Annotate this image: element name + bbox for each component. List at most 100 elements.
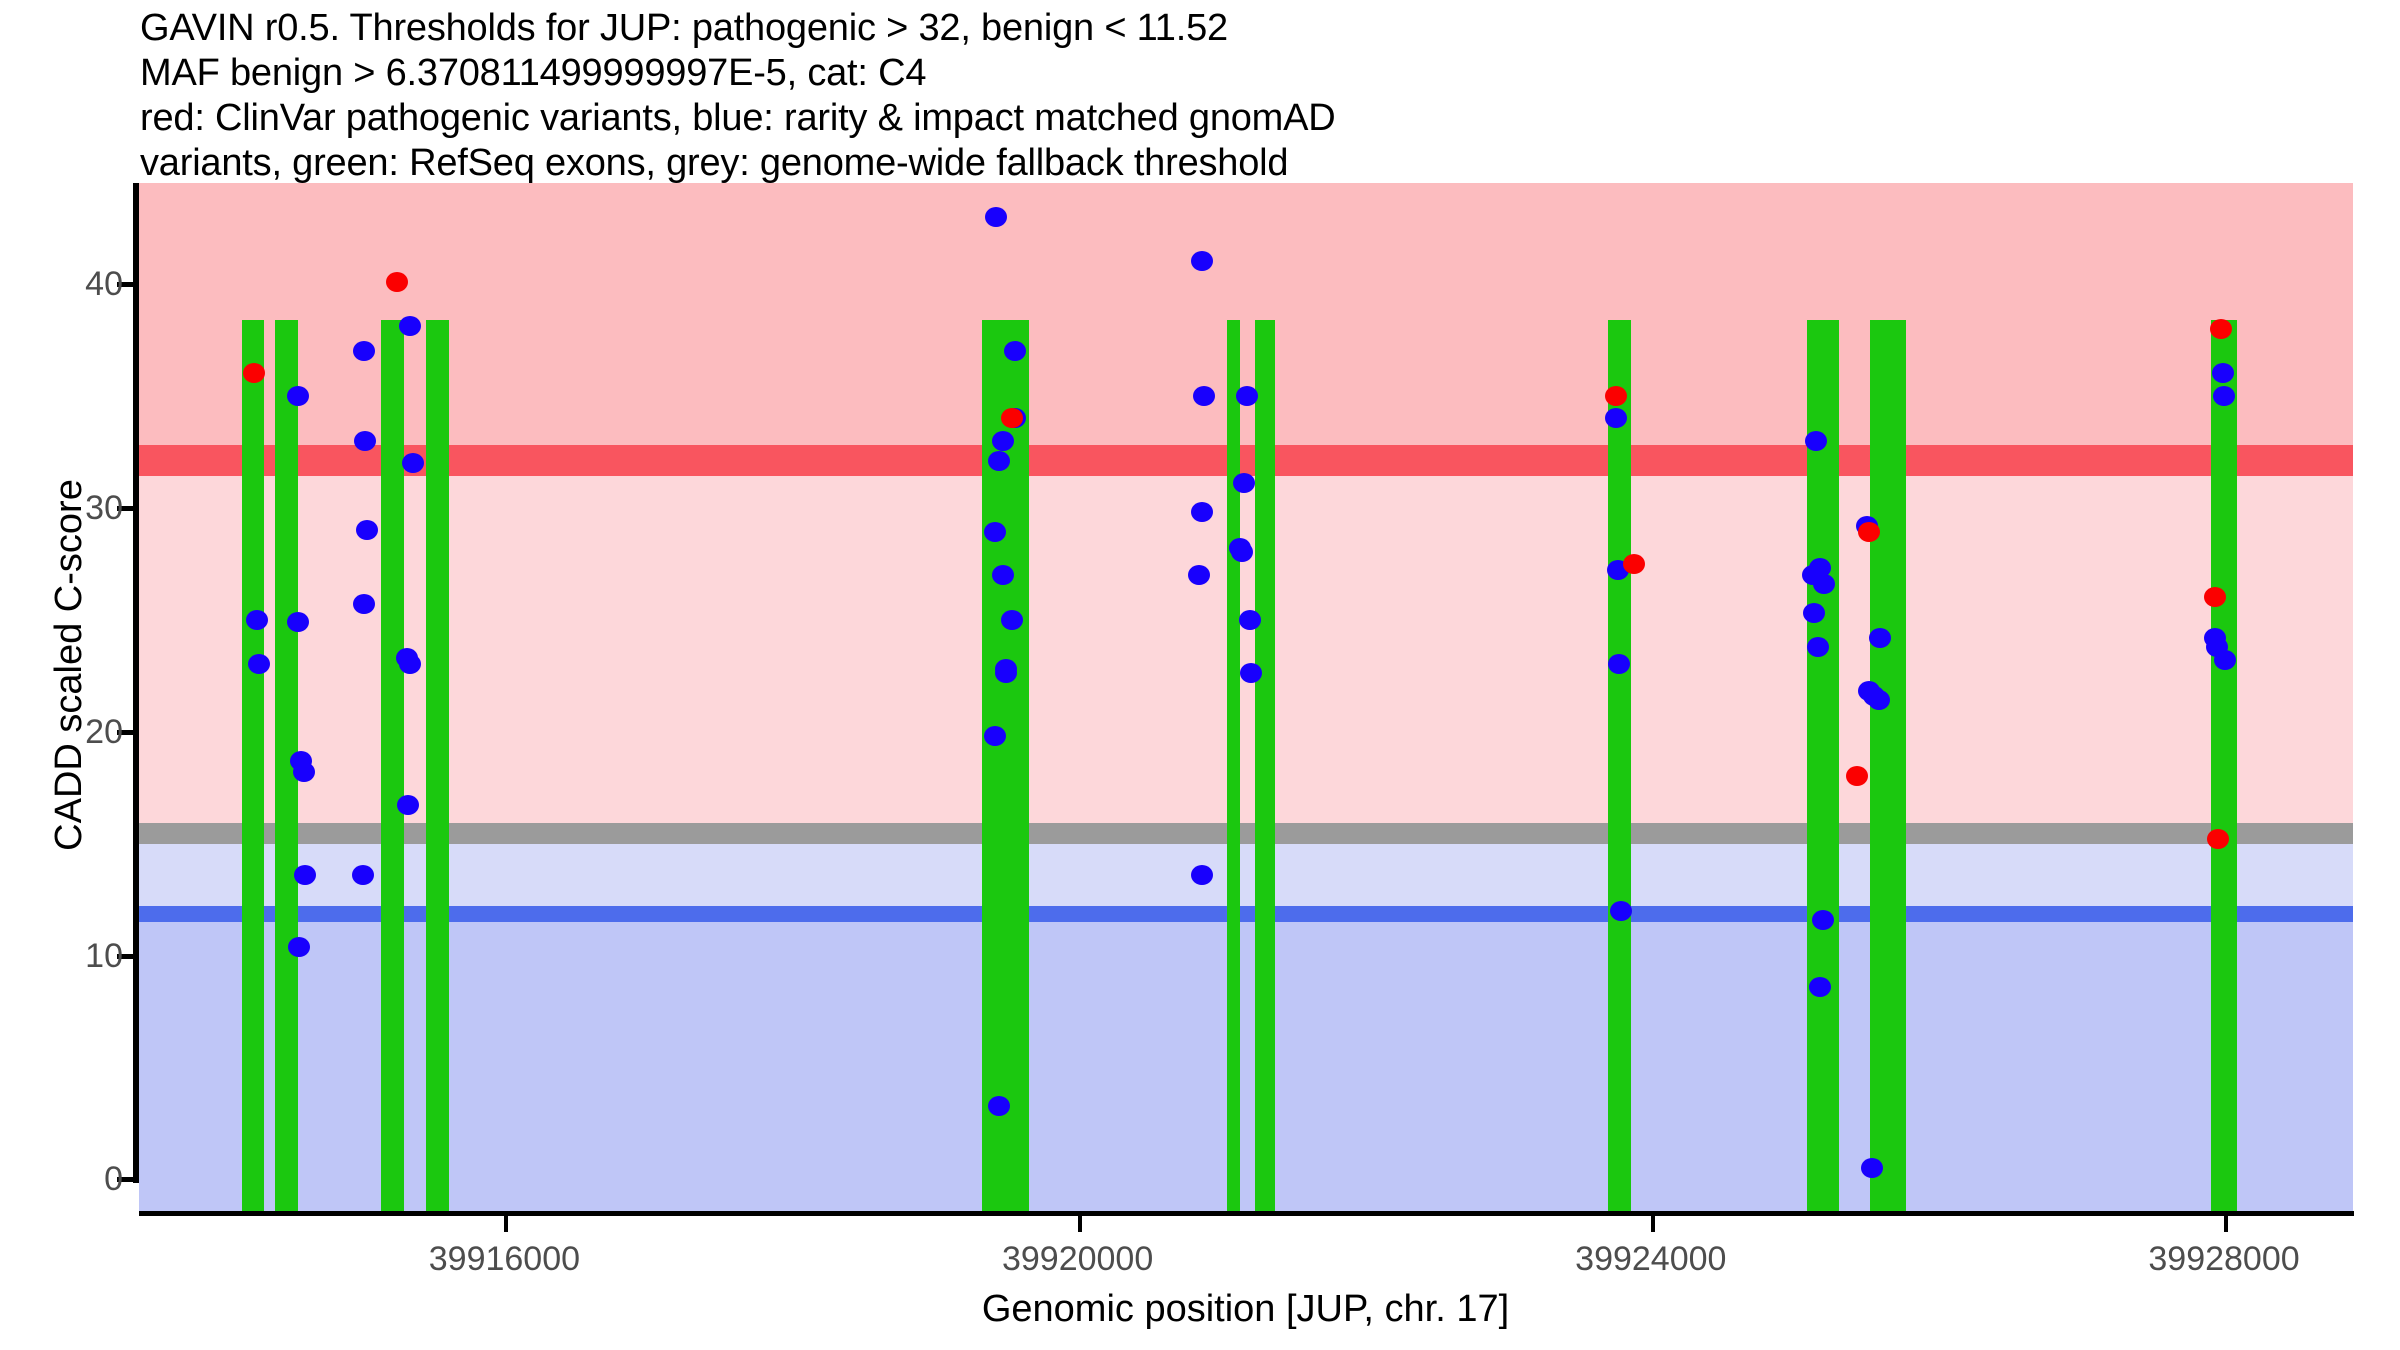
- y-tick-label: 0: [104, 1160, 123, 1199]
- gnomad-point: [248, 654, 271, 675]
- gnomad-point: [1000, 609, 1023, 630]
- plot-panel: [139, 183, 2353, 1213]
- title-line-1: GAVIN r0.5. Thresholds for JUP: pathogen…: [140, 7, 1228, 49]
- gnomad-point: [984, 206, 1007, 227]
- gnomad-point: [2214, 649, 2237, 670]
- x-tick-label: 39916000: [428, 1240, 581, 1278]
- x-tick-label: 39928000: [2148, 1240, 2300, 1278]
- pathogenic-point: [385, 271, 408, 292]
- x-tick-mark: [1077, 1216, 1082, 1232]
- gnomad-point: [1803, 602, 1826, 623]
- figure-title: GAVIN r0.5. Thresholds for JUP: pathogen…: [140, 6, 2340, 186]
- gnomad-point: [397, 795, 420, 816]
- gnomad-point: [1192, 385, 1215, 406]
- exon-bar: [1226, 320, 1240, 1213]
- gnomad-point: [288, 936, 311, 957]
- y-tick-label: 30: [85, 488, 123, 527]
- gnomad-point: [992, 430, 1015, 451]
- pathogenic-point: [1000, 408, 1023, 429]
- band-benign-threshold-line: [139, 906, 2353, 922]
- x-tick-mark: [2224, 1216, 2229, 1232]
- exon-bar: [1255, 320, 1276, 1213]
- gnomad-point: [983, 522, 1006, 543]
- y-axis-line: [133, 183, 139, 1183]
- x-axis-title: Genomic position [JUP, chr. 17]: [981, 1288, 1510, 1330]
- y-tick-mark: [117, 1177, 133, 1183]
- exon-bar: [2211, 320, 2237, 1213]
- gnomad-point: [992, 564, 1015, 585]
- gnomad-point: [1869, 627, 1892, 648]
- gnomad-point: [987, 1095, 1010, 1116]
- gnomad-point: [354, 430, 377, 451]
- gnomad-point: [1188, 564, 1211, 585]
- gnomad-point: [352, 593, 375, 614]
- gnomad-point: [1860, 1158, 1883, 1179]
- gnomad-point: [2211, 363, 2234, 384]
- gnomad-point: [351, 864, 374, 885]
- x-tick-mark: [504, 1216, 509, 1232]
- gnomad-point: [352, 340, 375, 361]
- y-tick-label: 10: [85, 936, 123, 975]
- gnomad-point: [398, 316, 421, 337]
- gnomad-point: [1608, 654, 1631, 675]
- band-benign-upper: [139, 843, 2353, 907]
- gnomad-point: [1235, 385, 1258, 406]
- gnomad-point: [983, 726, 1006, 747]
- x-tick-mark: [1650, 1216, 1655, 1232]
- gnomad-point: [1240, 663, 1262, 684]
- x-tick-label: 39924000: [1575, 1240, 1727, 1278]
- band-pathogenic-threshold-line: [139, 444, 2353, 477]
- gnomad-point: [994, 663, 1017, 684]
- exon-bar: [242, 320, 264, 1213]
- gnomad-point: [1232, 473, 1255, 494]
- exon-bar: [1607, 320, 1631, 1213]
- y-axis-title: CADD scaled C-score: [48, 479, 90, 851]
- pathogenic-point: [1846, 766, 1869, 787]
- gnomad-point: [1804, 430, 1827, 451]
- band-fallback-threshold-line: [139, 823, 2353, 844]
- gnomad-point: [1191, 251, 1214, 272]
- gnomad-point: [1609, 900, 1632, 921]
- gnomad-point: [1808, 976, 1831, 997]
- y-tick-mark: [117, 953, 133, 959]
- y-tick-mark: [117, 281, 133, 287]
- exon-bar: [275, 320, 299, 1213]
- y-tick-mark: [117, 505, 133, 511]
- gnomad-point: [401, 452, 424, 473]
- gnomad-point: [1003, 340, 1026, 361]
- pathogenic-point: [1622, 553, 1645, 574]
- y-tick-mark: [117, 729, 133, 735]
- pathogenic-point: [242, 363, 265, 384]
- y-tick-label: 40: [85, 264, 123, 303]
- gnomad-point: [1605, 408, 1628, 429]
- exon-bar: [1870, 320, 1906, 1213]
- y-tick-label: 20: [85, 712, 123, 751]
- band-intermediate: [139, 476, 2353, 824]
- x-axis-line: [139, 1211, 2354, 1216]
- x-tick-label: 39920000: [1001, 1240, 1154, 1278]
- gnomad-point: [294, 864, 317, 885]
- gnomad-point: [1807, 636, 1830, 657]
- band-benign: [139, 921, 2353, 1213]
- gnomad-point: [245, 609, 268, 630]
- gnomad-point: [1191, 864, 1214, 885]
- gnomad-point: [355, 520, 378, 541]
- gnomad-point: [1813, 573, 1836, 594]
- gnomad-point: [987, 450, 1010, 471]
- gnomad-point: [1191, 502, 1214, 523]
- title-line-4: variants, green: RefSeq exons, grey: gen…: [140, 142, 1289, 184]
- gnomad-point: [1867, 690, 1890, 711]
- gnomad-point: [1808, 558, 1831, 579]
- gnomad-point: [398, 654, 421, 675]
- gnomad-point: [292, 761, 315, 782]
- gnomad-point: [1811, 909, 1834, 930]
- exon-bar: [425, 320, 449, 1213]
- gnomad-point: [287, 611, 310, 632]
- pathogenic-point: [1857, 522, 1880, 543]
- exon-bar: [381, 320, 405, 1213]
- pathogenic-point: [2204, 587, 2227, 608]
- pathogenic-point: [2207, 829, 2230, 850]
- gnomad-point: [1231, 542, 1254, 563]
- pathogenic-point: [1605, 385, 1628, 406]
